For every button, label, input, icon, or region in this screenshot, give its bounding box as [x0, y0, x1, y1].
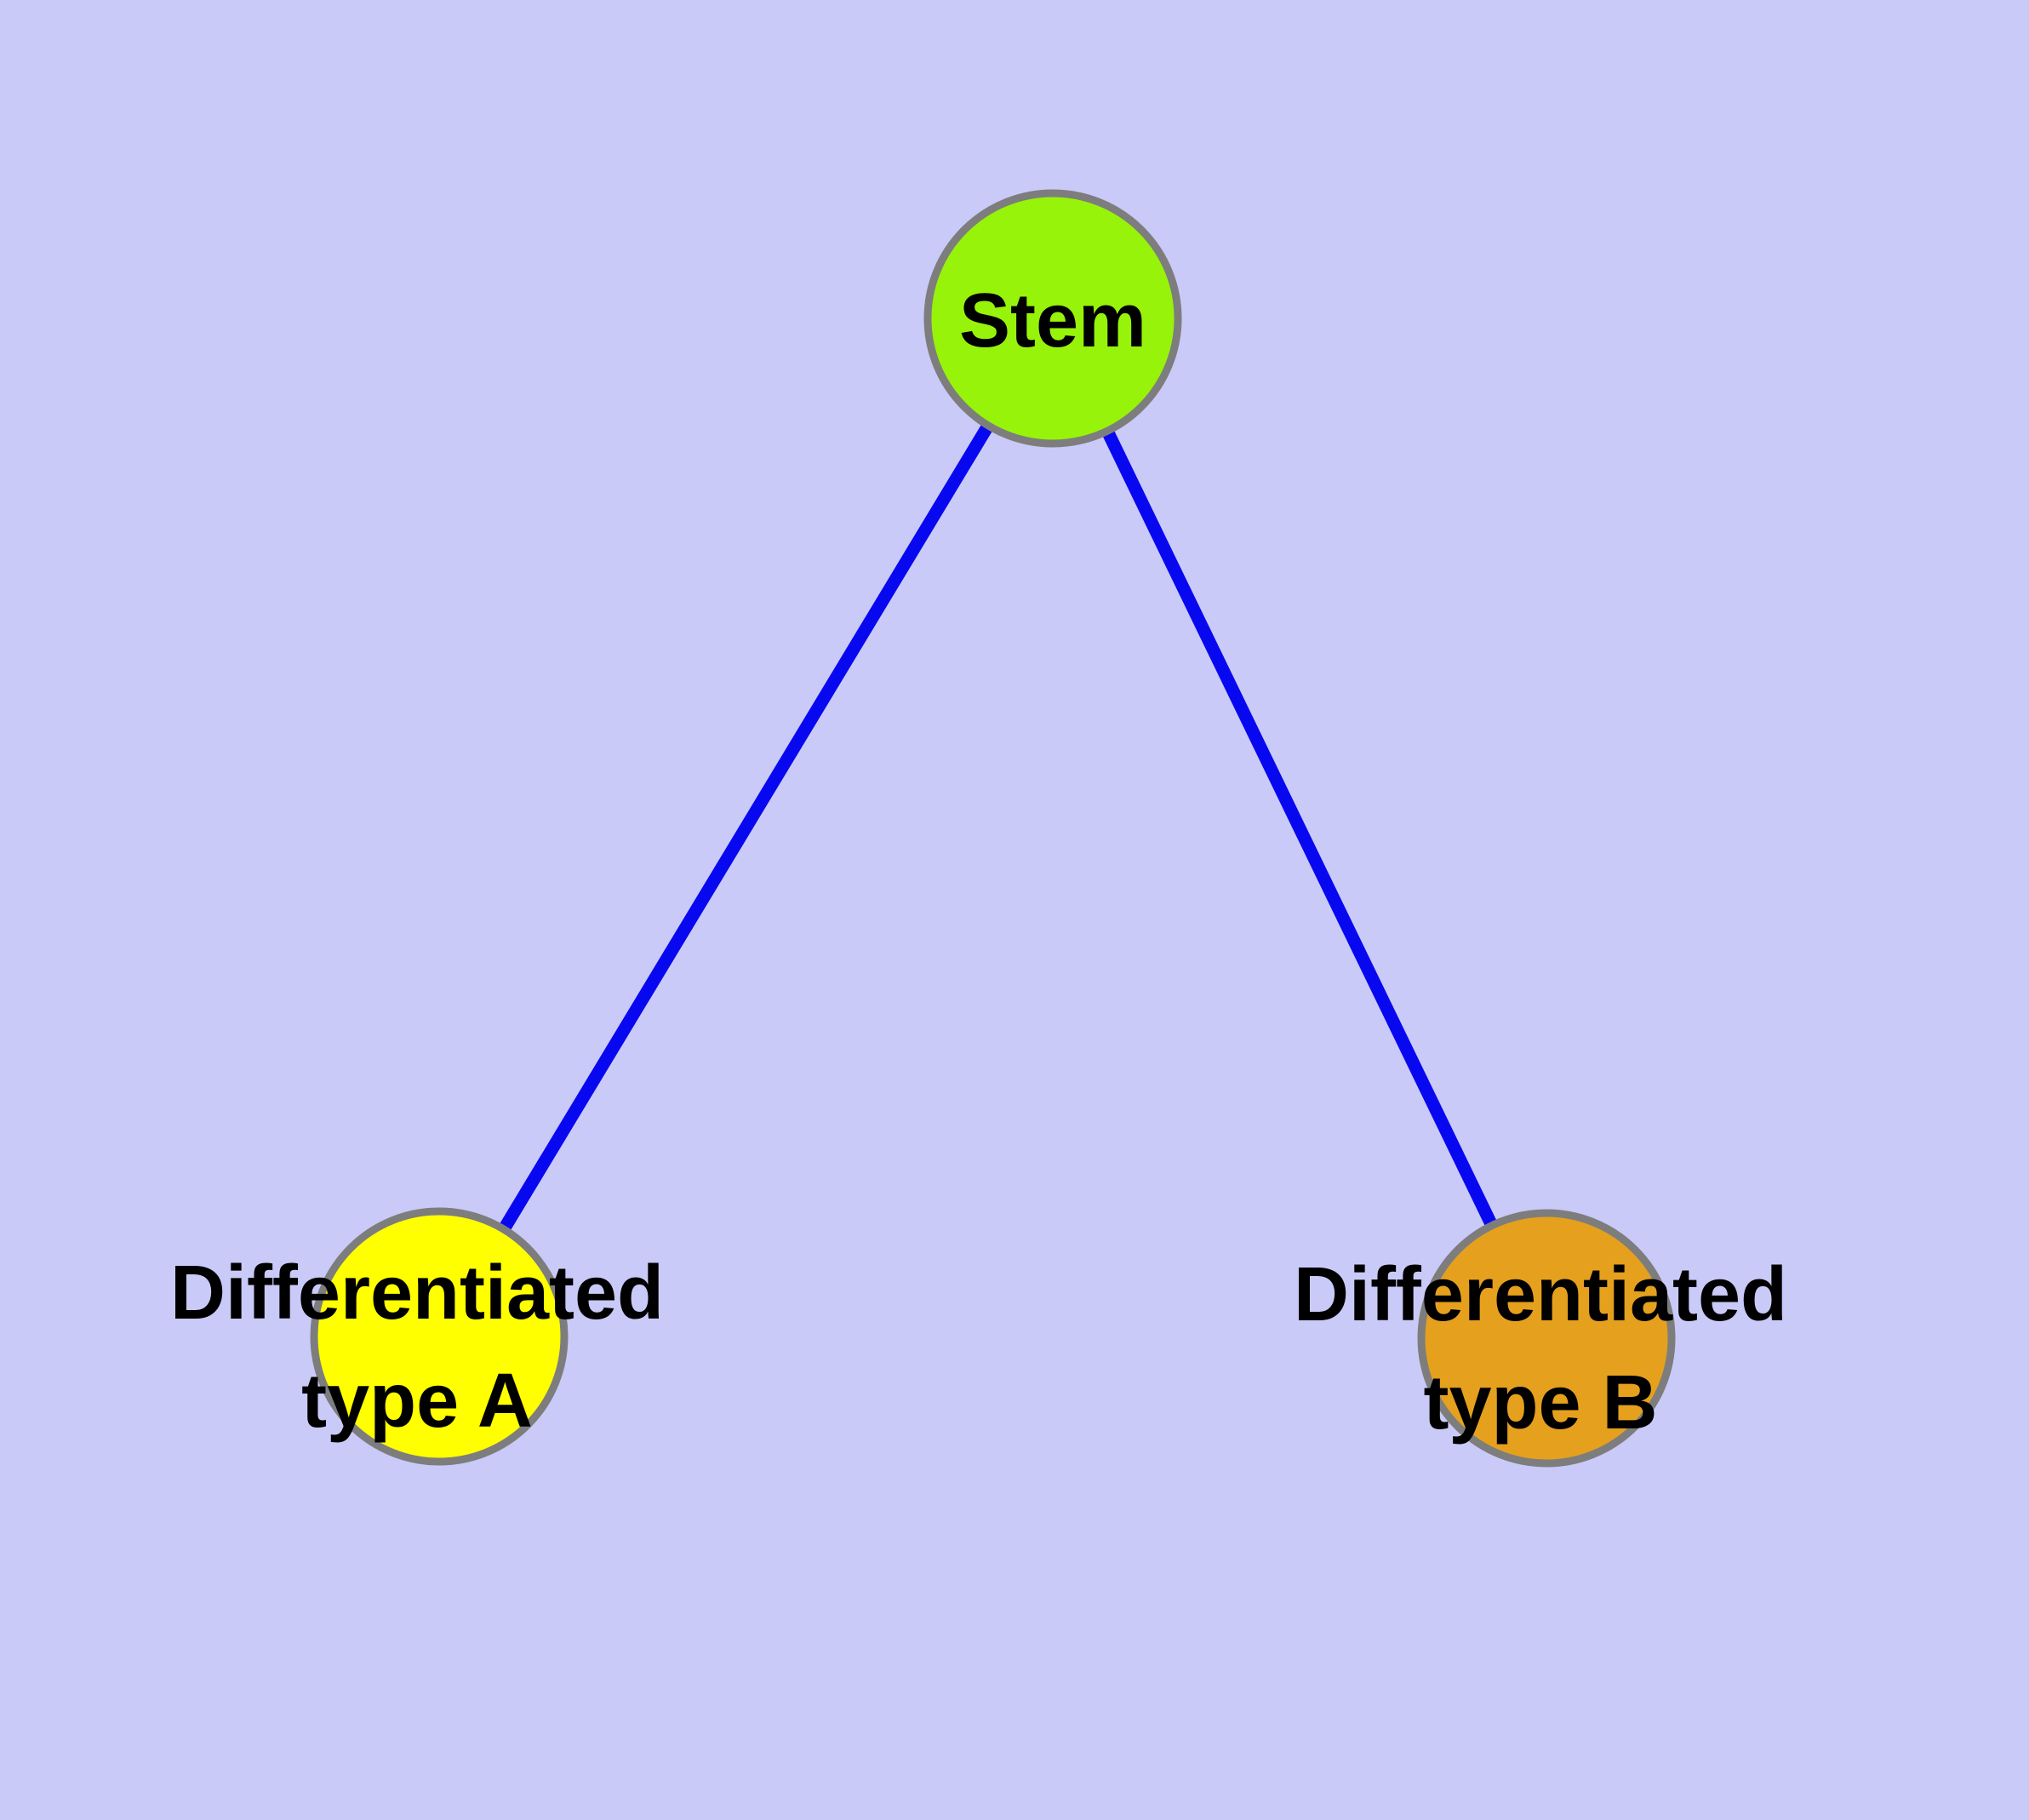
label-differentiated-type-b-line-1: Differentiated [1294, 1252, 1787, 1337]
edge-stem-to-differentiated-type-a [433, 315, 1059, 1340]
label-stem-line-1: Stem [959, 278, 1146, 363]
label-differentiated-type-a-line-1: Differentiated [170, 1251, 664, 1336]
edge-stem-to-differentiated-type-b [1047, 315, 1552, 1342]
node-stem[interactable] [923, 189, 1182, 448]
edges-layer [433, 315, 1552, 1342]
nodes-layer [310, 189, 1676, 1468]
label-differentiated-type-b-line-2: type B [1423, 1360, 1657, 1445]
node-differentiated-type-b[interactable] [1417, 1209, 1676, 1468]
label-differentiated-type-a-line-2: type A [301, 1359, 533, 1444]
node-differentiated-type-a[interactable] [310, 1207, 569, 1466]
